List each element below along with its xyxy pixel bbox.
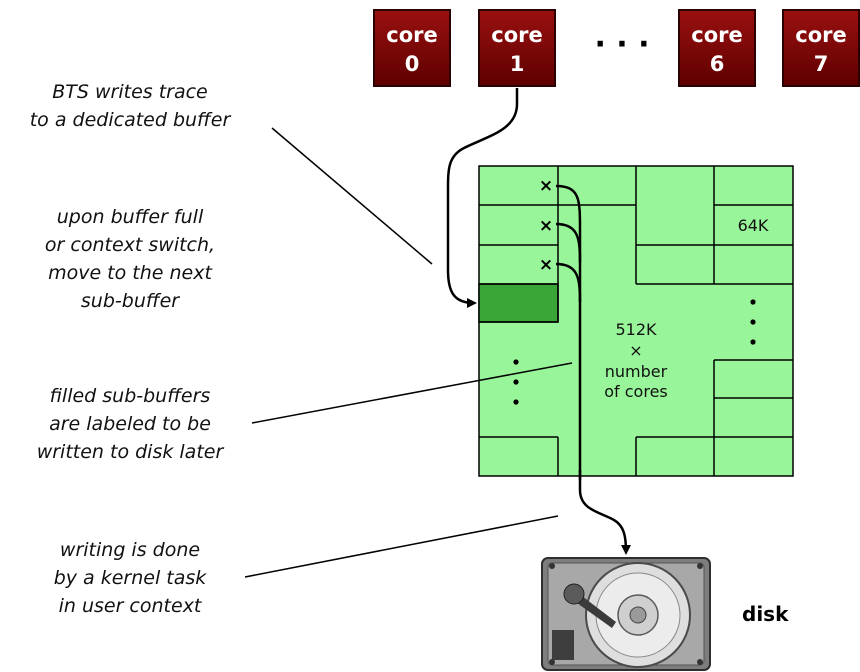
trace-buffer: 64K 512K × number of cores × × × — [478, 165, 794, 477]
note-writing: writing is done by a kernel task in user… — [54, 539, 208, 617]
core-6-name: core — [691, 23, 742, 47]
note-pointer-lines — [244, 127, 573, 578]
vertical-ellipsis-left — [513, 359, 519, 405]
note-next-line-4: sub-buffer — [81, 290, 180, 312]
note-next-line-2: or context switch, — [45, 234, 215, 256]
core-1-id: 1 — [510, 52, 525, 76]
note-writing-line-1: writing is done — [60, 539, 200, 561]
flush-paths — [555, 184, 631, 555]
filled-marker-1: × — [539, 176, 553, 196]
cores-ellipsis: · · · — [594, 27, 649, 62]
core-0: core 0 — [373, 9, 451, 87]
note-filled-line-1: filled sub-buffers — [50, 385, 211, 407]
core-7-id: 7 — [814, 52, 829, 76]
sub-buffer-grid — [479, 166, 793, 476]
buffer-total-line-1: 512K — [615, 320, 657, 339]
sub-buffer-size: 64K — [738, 216, 769, 235]
core-1: core 1 — [478, 9, 556, 87]
filled-marker-2: × — [539, 216, 553, 236]
core-0-name: core — [386, 23, 437, 47]
note-filled-line-2: are labeled to be — [49, 413, 211, 435]
buffer-total-line-2: × — [629, 341, 642, 360]
buffer-total-line-4: of cores — [604, 382, 668, 401]
core-7-name: core — [795, 23, 846, 47]
filled-marker-3: × — [539, 255, 553, 275]
note-filled-sub-buffers: filled sub-buffers are labeled to be wri… — [37, 385, 225, 463]
note-bts: BTS writes trace to a dedicated buffer — [30, 81, 232, 131]
core-0-id: 0 — [405, 52, 420, 76]
core-6: core 6 — [678, 9, 756, 87]
buffer-total-line-3: number — [605, 362, 668, 381]
disk-label: disk — [742, 602, 789, 626]
active-sub-buffer — [478, 283, 559, 323]
note-next-sub-buffer: upon buffer full or context switch, move… — [45, 206, 215, 312]
core1-write-arrow — [446, 88, 519, 308]
note-writing-line-2: by a kernel task — [54, 567, 208, 589]
note-next-line-1: upon buffer full — [57, 206, 204, 228]
vertical-ellipsis-right — [750, 299, 756, 345]
note-filled-line-3: written to disk later — [37, 441, 225, 463]
core-7: core 7 — [782, 9, 860, 87]
note-bts-line-2: to a dedicated buffer — [30, 109, 232, 131]
note-bts-line-1: BTS writes trace — [52, 81, 208, 103]
hard-disk-icon — [541, 557, 711, 671]
note-writing-line-3: in user context — [59, 595, 203, 617]
note-next-line-3: move to the next — [48, 262, 213, 284]
core-6-id: 6 — [710, 52, 725, 76]
core-1-name: core — [491, 23, 542, 47]
